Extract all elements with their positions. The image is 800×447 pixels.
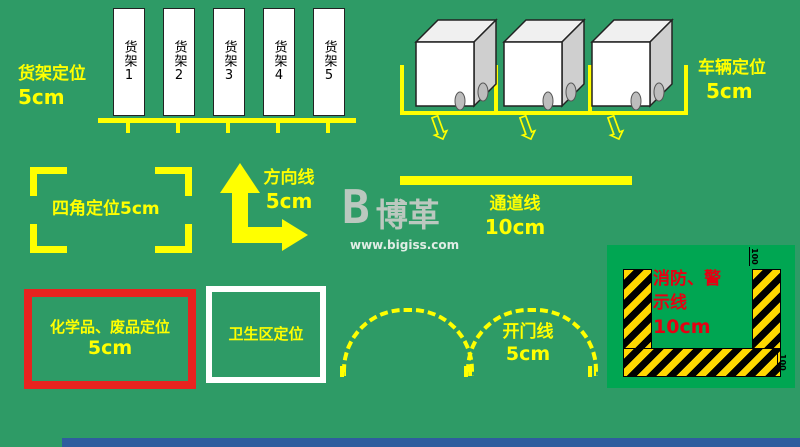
door-arc-marking bbox=[342, 308, 474, 376]
shelf-label: 货架4 bbox=[271, 40, 287, 84]
fire-warning-title-line1: 消防、警 bbox=[653, 269, 721, 289]
door-arc-tick-marking bbox=[588, 366, 592, 377]
corner-bracket-icon bbox=[155, 167, 192, 196]
shelf-tick-marking bbox=[126, 123, 130, 133]
shelf-card: 货架1 bbox=[113, 8, 145, 116]
vehicle-bay-divider-marking bbox=[588, 65, 592, 111]
chemical-waste-title: 化学品、废品定位 bbox=[49, 317, 170, 336]
vehicle-bay-divider-marking bbox=[400, 65, 404, 111]
shelf-card: 货架4 bbox=[263, 8, 295, 116]
door-line-title: 开门线 bbox=[502, 322, 554, 342]
sanitation-area-title: 卫生区定位 bbox=[228, 325, 304, 344]
dimension-annotation: 100 bbox=[749, 247, 759, 266]
channel-line-marking bbox=[400, 176, 632, 185]
fire-warning-title-line2: 示线 bbox=[653, 293, 687, 313]
door-line-size: 5cm bbox=[505, 343, 551, 366]
shelf-label: 货架1 bbox=[121, 40, 137, 84]
shelf-baseline-marking bbox=[98, 118, 356, 123]
shelf-positioning-label: 货架定位 5cm bbox=[18, 64, 86, 110]
vehicle-bay-divider-marking bbox=[494, 65, 498, 111]
bottom-blue-strip bbox=[62, 438, 800, 447]
direction-line-title: 方向线 bbox=[263, 168, 315, 188]
shelf-label: 货架3 bbox=[221, 40, 237, 84]
shelf-card: 货架2 bbox=[163, 8, 195, 116]
vehicle-bay-divider-marking bbox=[684, 65, 688, 111]
shelf-card: 货架5 bbox=[313, 8, 345, 116]
dimension-annotation: 100 bbox=[777, 353, 787, 372]
door-arc-tick-marking bbox=[340, 366, 344, 377]
direction-arrows-icon bbox=[220, 163, 308, 251]
shelf-tick-marking bbox=[176, 123, 180, 133]
four-corner-marking: 四角定位5cm bbox=[30, 167, 192, 253]
direction-line-label: 方向线 5cm bbox=[252, 168, 326, 214]
sanitation-area-marking: 卫生区定位 bbox=[206, 286, 326, 383]
four-corner-label: 四角定位5cm bbox=[52, 199, 160, 220]
channel-line-label: 通道线 10cm bbox=[455, 194, 575, 240]
truck-icon bbox=[502, 18, 586, 110]
shelf-positioning-size: 5cm bbox=[18, 85, 65, 110]
fire-warning-panel: 消防、警 示线 10cm 100 100 bbox=[607, 245, 795, 388]
corner-bracket-icon bbox=[30, 167, 67, 196]
corner-bracket-icon bbox=[155, 224, 192, 253]
logo-url: www.bigiss.com bbox=[350, 238, 460, 252]
channel-line-title: 通道线 bbox=[489, 194, 541, 214]
watermark-logo: B 博革 www.bigiss.com bbox=[342, 180, 460, 252]
chemical-waste-marking: 化学品、废品定位 5cm bbox=[24, 289, 196, 389]
truck-icon bbox=[590, 18, 674, 110]
vehicle-positioning-label: 车辆定位 5cm bbox=[698, 58, 766, 104]
shelf-tick-marking bbox=[226, 123, 230, 133]
shelf-card: 货架3 bbox=[213, 8, 245, 116]
door-arc-tick-marking bbox=[464, 366, 468, 377]
chemical-waste-size: 5cm bbox=[87, 336, 133, 359]
truck-icon bbox=[414, 18, 498, 110]
four-corner-size: 5cm bbox=[120, 199, 160, 219]
shelf-tick-marking bbox=[276, 123, 280, 133]
shelf-label: 货架5 bbox=[321, 40, 337, 84]
fire-warning-size: 10cm bbox=[653, 316, 711, 338]
logo-name: 博革 bbox=[375, 196, 440, 234]
channel-line-size: 10cm bbox=[484, 215, 546, 240]
shelf-tick-marking bbox=[326, 123, 330, 133]
vehicle-positioning-size: 5cm bbox=[706, 79, 753, 104]
shelf-positioning-title: 货架定位 bbox=[18, 64, 86, 84]
shelf-label: 货架2 bbox=[171, 40, 187, 84]
corner-bracket-icon bbox=[30, 224, 67, 253]
door-line-label: 开门线 5cm bbox=[486, 322, 570, 367]
logo-mark-icon: B bbox=[342, 180, 370, 234]
direction-line-size: 5cm bbox=[265, 189, 313, 214]
four-corner-title: 四角定位 bbox=[52, 199, 120, 219]
vehicle-positioning-title: 车辆定位 bbox=[698, 58, 766, 78]
hazard-stripe-bottom-marking bbox=[623, 348, 781, 377]
vehicle-bay-baseline-marking bbox=[400, 111, 688, 115]
fire-warning-label: 消防、警 示线 10cm bbox=[653, 267, 721, 339]
